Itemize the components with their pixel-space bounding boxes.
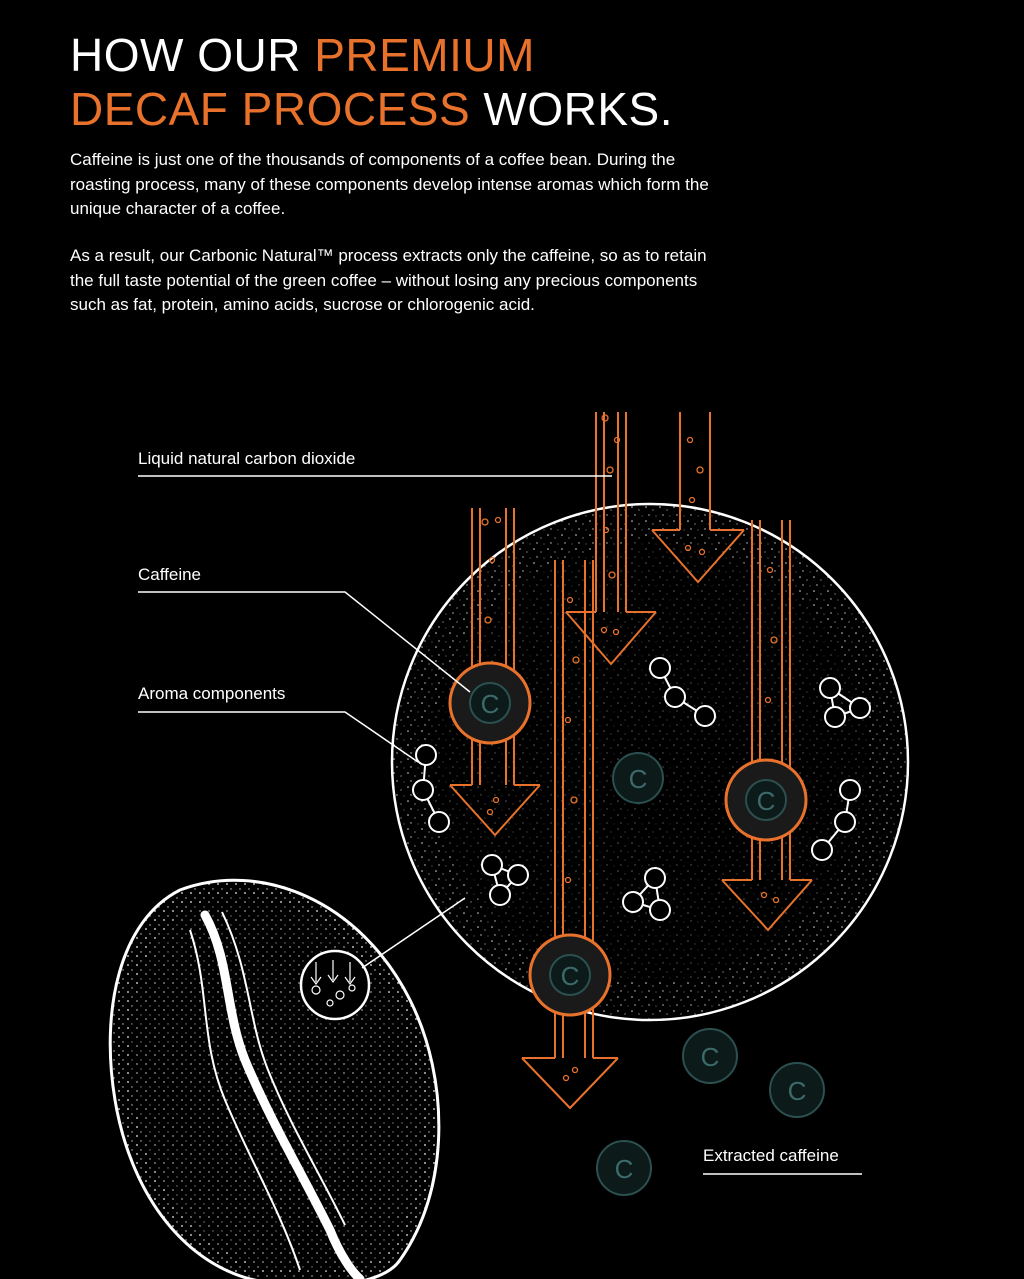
title-part2: WORKS. [470,83,673,135]
label-leader-lines [138,475,862,1175]
caffeine-letter: C [615,1154,634,1184]
co2-bubbles [481,414,780,1082]
intro-paragraph-2: As a result, our Carbonic Natural™ proce… [70,246,707,314]
caffeine-letter: C [481,689,500,719]
caffeine-letter: C [788,1076,807,1106]
intro-paragraph-1: Caffeine is just one of the thousands of… [70,150,709,218]
caffeine-leader-line [138,591,471,693]
label-co2: Liquid natural carbon dioxide [138,449,356,468]
caffeine-molecules [469,682,825,1196]
title-accent1: PREMIUM [314,29,535,81]
title-part1: HOW OUR [70,29,315,81]
coffee-bean-illustration [108,878,466,1279]
label-caffeine: Caffeine [138,565,202,584]
aroma-leader-line [138,711,419,763]
aroma-molecules [412,657,871,921]
caffeine-letter: C [629,764,648,794]
caffeine-letter: C [757,786,776,816]
caffeine-letter: C [701,1042,720,1072]
caffeine-letter: C [561,961,580,991]
page-title: HOW OUR PREMIUM DECAF PROCESS WORKS. [70,28,673,136]
label-aroma: Aroma components [138,684,286,703]
label-extracted: Extracted caffeine [703,1146,839,1165]
title-accent2: DECAF PROCESS [70,83,471,135]
caffeine-letters: C C C C C C C [481,689,807,1184]
